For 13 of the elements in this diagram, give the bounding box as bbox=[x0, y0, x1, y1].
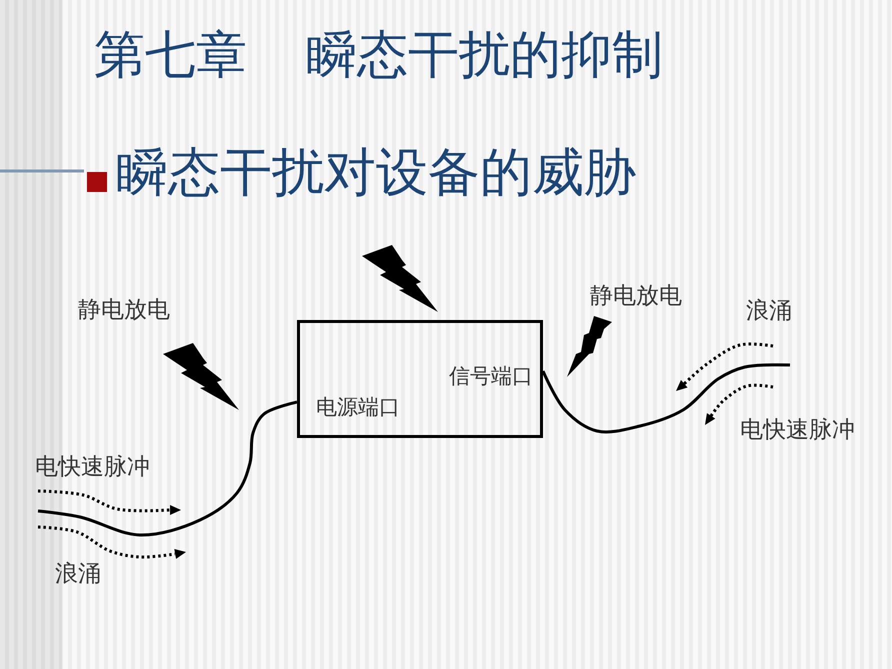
device-box bbox=[297, 320, 543, 438]
slide-title: 第七章 瞬态干扰的抑制 bbox=[94, 28, 663, 84]
disturbance-label: 电快速脉冲 bbox=[740, 417, 855, 444]
disturbance-label: 电快速脉冲 bbox=[35, 454, 150, 480]
disturbance-label: 浪涌 bbox=[746, 298, 792, 324]
cable-line bbox=[542, 363, 790, 434]
bullet-text: 瞬态干扰对设备的威胁 bbox=[116, 145, 636, 202]
port-label: 信号端口 bbox=[449, 364, 533, 388]
disturbance-label: 静电放电 bbox=[78, 297, 170, 324]
disturbance-label: 静电放电 bbox=[590, 283, 682, 310]
disturbance-label: 浪涌 bbox=[55, 561, 101, 588]
cable-line bbox=[38, 400, 298, 536]
port-label: 电源端口 bbox=[316, 395, 400, 420]
